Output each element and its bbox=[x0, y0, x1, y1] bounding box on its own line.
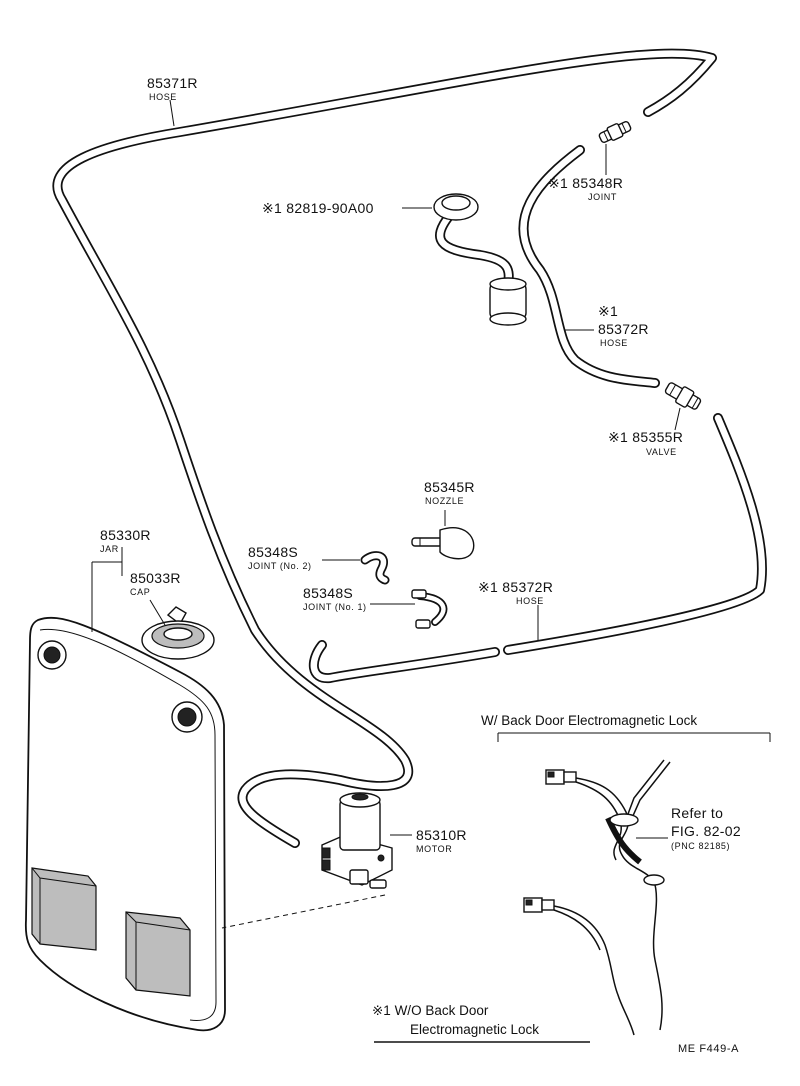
washer-jar bbox=[24, 616, 226, 1032]
footnote-line1: ※1 W/O Back Door bbox=[372, 1003, 489, 1018]
label-85345r-part: 85345R bbox=[424, 479, 475, 495]
label-joint-no2-name: JOINT (No. 2) bbox=[248, 561, 312, 571]
footnote-line2: Electromagnetic Lock bbox=[410, 1022, 539, 1037]
label-85372r-upper-mark: ※1 bbox=[598, 303, 618, 319]
refer-pnc-label: (PNC 82185) bbox=[671, 841, 730, 851]
label-85330r-part: 85330R bbox=[100, 527, 151, 543]
valve-85355r bbox=[664, 382, 702, 410]
hose-85372r-upper bbox=[518, 145, 660, 388]
harness-assembly bbox=[497, 732, 771, 1036]
jar-motor-dashed-line bbox=[221, 894, 386, 929]
figure-id: ME F449-A bbox=[678, 1043, 739, 1055]
label-85371r-part: 85371R bbox=[147, 75, 198, 91]
elbow-fitting bbox=[433, 193, 527, 326]
label-85372r-lower-name: HOSE bbox=[516, 596, 544, 606]
hose-85371r bbox=[52, 48, 717, 848]
label-85033r-name: CAP bbox=[130, 587, 150, 597]
label-joint-no1-name: JOINT (No. 1) bbox=[303, 602, 367, 612]
label-85372r-upper-name: HOSE bbox=[600, 338, 628, 348]
joint-85348r bbox=[598, 120, 632, 144]
label-85355r-name: VALVE bbox=[646, 447, 677, 457]
label-85033r-part: 85033R bbox=[130, 570, 181, 586]
label-elbow-part: ※1 82819-90A00 bbox=[262, 200, 374, 216]
label-85372r-lower-part: ※1 85372R bbox=[478, 579, 553, 595]
label-85348r-name: JOINT bbox=[588, 192, 617, 202]
jar-cap bbox=[141, 606, 215, 660]
label-85355r-part: ※1 85355R bbox=[608, 429, 683, 445]
label-85310r-name: MOTOR bbox=[416, 844, 452, 854]
label-joint-no2-part: 85348S bbox=[248, 544, 298, 560]
label-85348r-part: ※1 85348R bbox=[548, 175, 623, 191]
label-joint-no1-part: 85348S bbox=[303, 585, 353, 601]
label-85345r-name: NOZZLE bbox=[425, 496, 464, 506]
label-85330r-name: JAR bbox=[100, 544, 119, 554]
nozzle-85345r bbox=[411, 527, 475, 560]
label-85371r-name: HOSE bbox=[149, 92, 177, 102]
leader-lines bbox=[91, 99, 681, 836]
label-85372r-upper-part: 85372R bbox=[598, 321, 649, 337]
refer-to-label: Refer to bbox=[671, 805, 723, 821]
hose-85372r-lower bbox=[308, 413, 767, 684]
joint-no1 bbox=[411, 589, 448, 629]
with-lock-heading: W/ Back Door Electromagnetic Lock bbox=[481, 713, 697, 728]
label-85310r-part: 85310R bbox=[416, 827, 467, 843]
refer-fig-label: FIG. 82-02 bbox=[671, 823, 741, 839]
washer-motor bbox=[321, 792, 393, 889]
joint-no2 bbox=[360, 551, 390, 585]
